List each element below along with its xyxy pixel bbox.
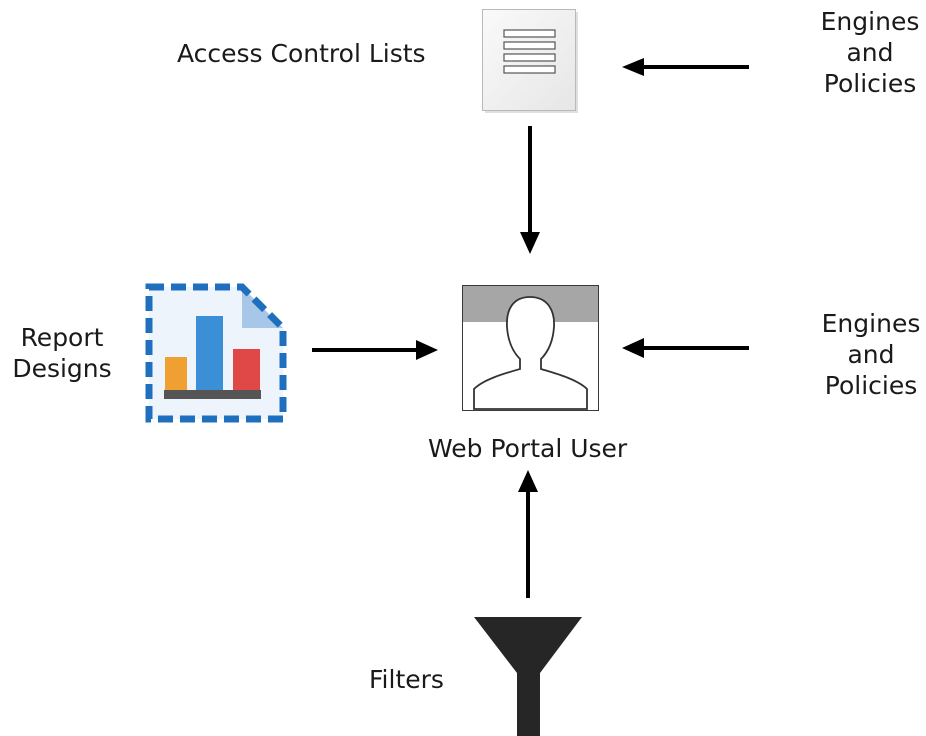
filters-label: Filters <box>369 665 444 694</box>
report-designs-label: Report Designs <box>4 322 120 384</box>
arrow-acl-to-user <box>519 126 541 256</box>
engines-top-line-2: and <box>846 38 894 67</box>
engines-top-line-3: Policies <box>823 69 917 98</box>
engines-policies-right-label: Engines and Policies <box>808 308 926 401</box>
engines-right-line-2: and <box>847 340 895 369</box>
report-designs-line-1: Report <box>20 323 104 352</box>
web-portal-user-label: Web Portal User <box>428 434 628 463</box>
bar-chart-report-icon <box>145 283 287 423</box>
user-avatar-icon <box>462 285 599 411</box>
document-icon <box>482 9 580 115</box>
engines-top-line-1: Engines <box>820 7 920 36</box>
arrow-filters-to-user <box>517 470 539 598</box>
arrow-report-to-user <box>312 339 440 361</box>
access-control-lists-label: Access Control Lists <box>177 39 426 68</box>
arrow-engines-top-to-acl <box>622 57 752 77</box>
engines-right-line-3: Policies <box>824 371 918 400</box>
engines-right-line-1: Engines <box>821 309 921 338</box>
engines-policies-top-label: Engines and Policies <box>810 6 926 99</box>
arrow-engines-right-to-user <box>622 337 752 359</box>
funnel-icon <box>474 617 584 736</box>
report-designs-line-2: Designs <box>12 354 112 383</box>
